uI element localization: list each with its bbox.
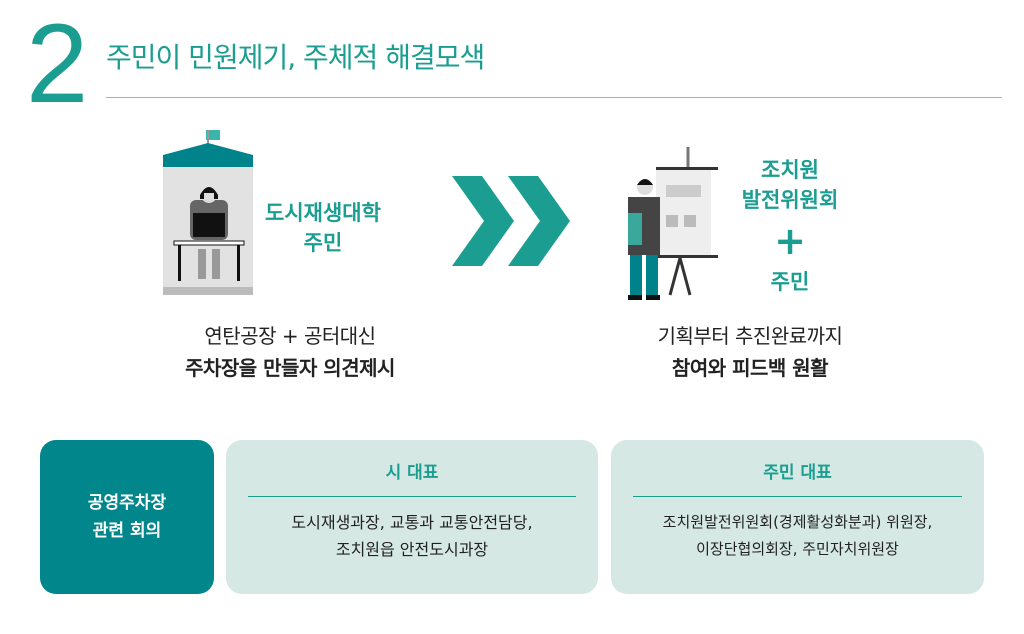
double-chevron-right-icon bbox=[452, 176, 570, 266]
box-title: 시 대표 bbox=[385, 463, 439, 483]
section-number: 2 bbox=[26, 1, 89, 126]
presenter-illustration bbox=[628, 147, 718, 300]
plus-icon: + bbox=[774, 219, 806, 263]
divider bbox=[248, 496, 576, 497]
section-title: 주민이 민원제기, 주체적 해결모색 bbox=[106, 41, 485, 74]
box-title: 주민 대표 bbox=[763, 463, 832, 483]
school-illustration bbox=[163, 130, 253, 295]
divider bbox=[633, 496, 962, 497]
resident-representatives-box: 주민 대표 조치원발전위원회(경제활성화분과) 위원장,이장단협의회장, 주민자… bbox=[611, 440, 984, 594]
divider bbox=[106, 97, 1002, 98]
city-representatives-box: 시 대표 도시재생과장, 교통과 교통안전담당,조치원읍 안전도시과장 bbox=[226, 440, 598, 594]
